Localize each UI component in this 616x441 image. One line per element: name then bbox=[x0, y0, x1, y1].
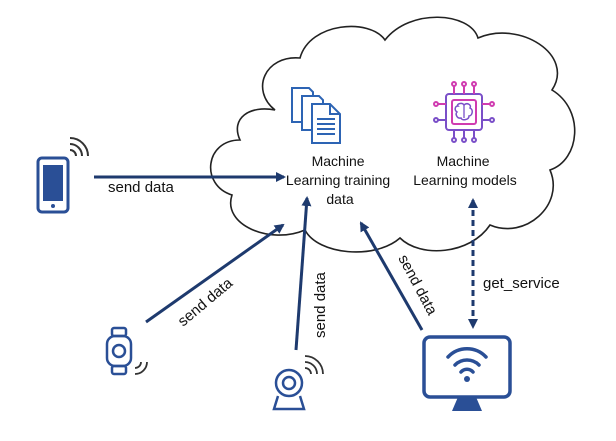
phone-edge-label: send data bbox=[108, 179, 175, 196]
models-label: Machine Learning models bbox=[413, 153, 517, 188]
documents-stack-icon bbox=[291, 87, 341, 144]
cloud-shape bbox=[209, 16, 576, 253]
models-line-2: Learning models bbox=[413, 172, 517, 188]
monitor-wifi-icon bbox=[422, 335, 512, 411]
webcam-send-arrow bbox=[294, 196, 312, 351]
wearable-edge-label: send data bbox=[175, 274, 237, 330]
webcam-wireless-icon bbox=[272, 355, 324, 411]
training-data-line-1: Machine bbox=[312, 153, 365, 169]
ai-chip-brain-icon bbox=[433, 81, 495, 143]
monitor-send-edge-label: send data bbox=[394, 252, 440, 319]
training-data-label: Machine Learning training data bbox=[286, 153, 394, 207]
webcam-edge-label: send data bbox=[312, 271, 329, 338]
models-line-1: Machine bbox=[437, 153, 490, 169]
training-data-line-3: data bbox=[326, 191, 353, 207]
monitor-service-edge-label: get_service bbox=[483, 275, 560, 292]
monitor-send-arrow bbox=[359, 221, 424, 331]
training-data-line-2: Learning training bbox=[286, 172, 390, 188]
smartwatch-sensor-icon bbox=[105, 326, 148, 376]
smartphone-wireless-icon bbox=[36, 137, 89, 214]
wearable-send-arrow bbox=[145, 223, 285, 324]
